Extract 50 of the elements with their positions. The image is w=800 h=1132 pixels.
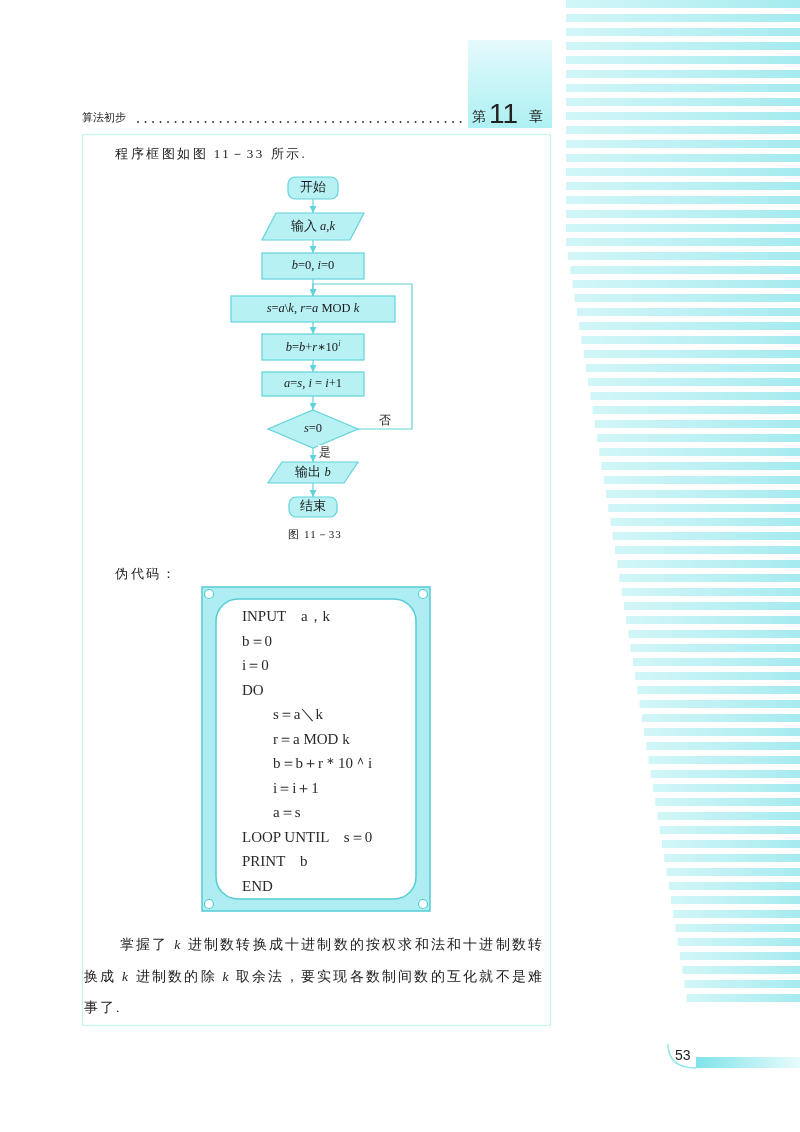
arrow bbox=[309, 447, 317, 463]
process-box bbox=[262, 372, 364, 396]
code-line: r＝a MOD k bbox=[273, 729, 350, 748]
process-box bbox=[231, 296, 395, 322]
node-text: s=a\k, r=a MOD k bbox=[266, 302, 360, 316]
arrow bbox=[309, 239, 317, 254]
process-box bbox=[262, 334, 364, 360]
body-text: 程序框图如图 11－33 所示. bbox=[115, 146, 308, 162]
page-number: 53 bbox=[675, 1048, 691, 1062]
section-heading: 伪代码： bbox=[115, 566, 177, 582]
figure-caption: 图 11－33 bbox=[287, 528, 343, 542]
node-text: s=0 bbox=[303, 422, 323, 436]
output-parallelogram bbox=[268, 462, 358, 483]
chapter-label: 第 bbox=[472, 109, 486, 126]
chapter-label: 章 bbox=[529, 109, 543, 126]
arrow bbox=[309, 359, 317, 373]
node-text: 输入 a,k bbox=[290, 219, 336, 234]
node-text: 结束 bbox=[300, 500, 326, 514]
node-text: b=0, i=0 bbox=[291, 259, 335, 273]
arrow bbox=[309, 395, 317, 411]
code-line: DO bbox=[242, 680, 264, 699]
node-text: 输出 b bbox=[295, 465, 331, 480]
decision-diamond bbox=[268, 410, 358, 448]
code-line: LOOP UNTIL s＝0 bbox=[242, 827, 373, 846]
end-terminal bbox=[289, 497, 337, 517]
edge-label: 是 bbox=[318, 445, 332, 459]
arrow bbox=[309, 198, 317, 214]
code-line: PRINT b bbox=[242, 852, 308, 870]
arrow bbox=[309, 321, 317, 335]
arrow bbox=[309, 283, 413, 430]
code-line: a＝s bbox=[273, 803, 301, 821]
code-line: INPUT a，k bbox=[242, 607, 331, 625]
body-paragraph: 掌握了 k 进制数转换成十进制数的按权求和法和十进制数转换成 k 进制数的除 k 取余法，要实现各数制间数的互化就不是难事了. bbox=[84, 936, 544, 1017]
pseudocode-panel bbox=[202, 587, 430, 911]
arrow bbox=[309, 482, 317, 498]
code-line: b＝0 bbox=[242, 631, 272, 650]
process-box bbox=[262, 253, 364, 279]
node-text: b=b+r∗10$^{i}$ bbox=[285, 339, 341, 355]
input-parallelogram bbox=[262, 213, 364, 240]
running-header: 算法初步 bbox=[82, 111, 126, 125]
code-line: i＝0 bbox=[242, 656, 269, 674]
code-line: s＝a＼k bbox=[273, 705, 323, 723]
code-line: b＝b＋r＊10＾i bbox=[273, 754, 373, 772]
edge-label: 否 bbox=[378, 413, 392, 427]
code-line: END bbox=[242, 876, 273, 895]
node-text: 开始 bbox=[300, 181, 326, 195]
chapter-number: 11 bbox=[489, 100, 519, 128]
code-line: i＝i＋1 bbox=[273, 778, 319, 797]
node-text: a=s, i = i+1 bbox=[284, 377, 342, 391]
start-terminal bbox=[288, 177, 338, 199]
